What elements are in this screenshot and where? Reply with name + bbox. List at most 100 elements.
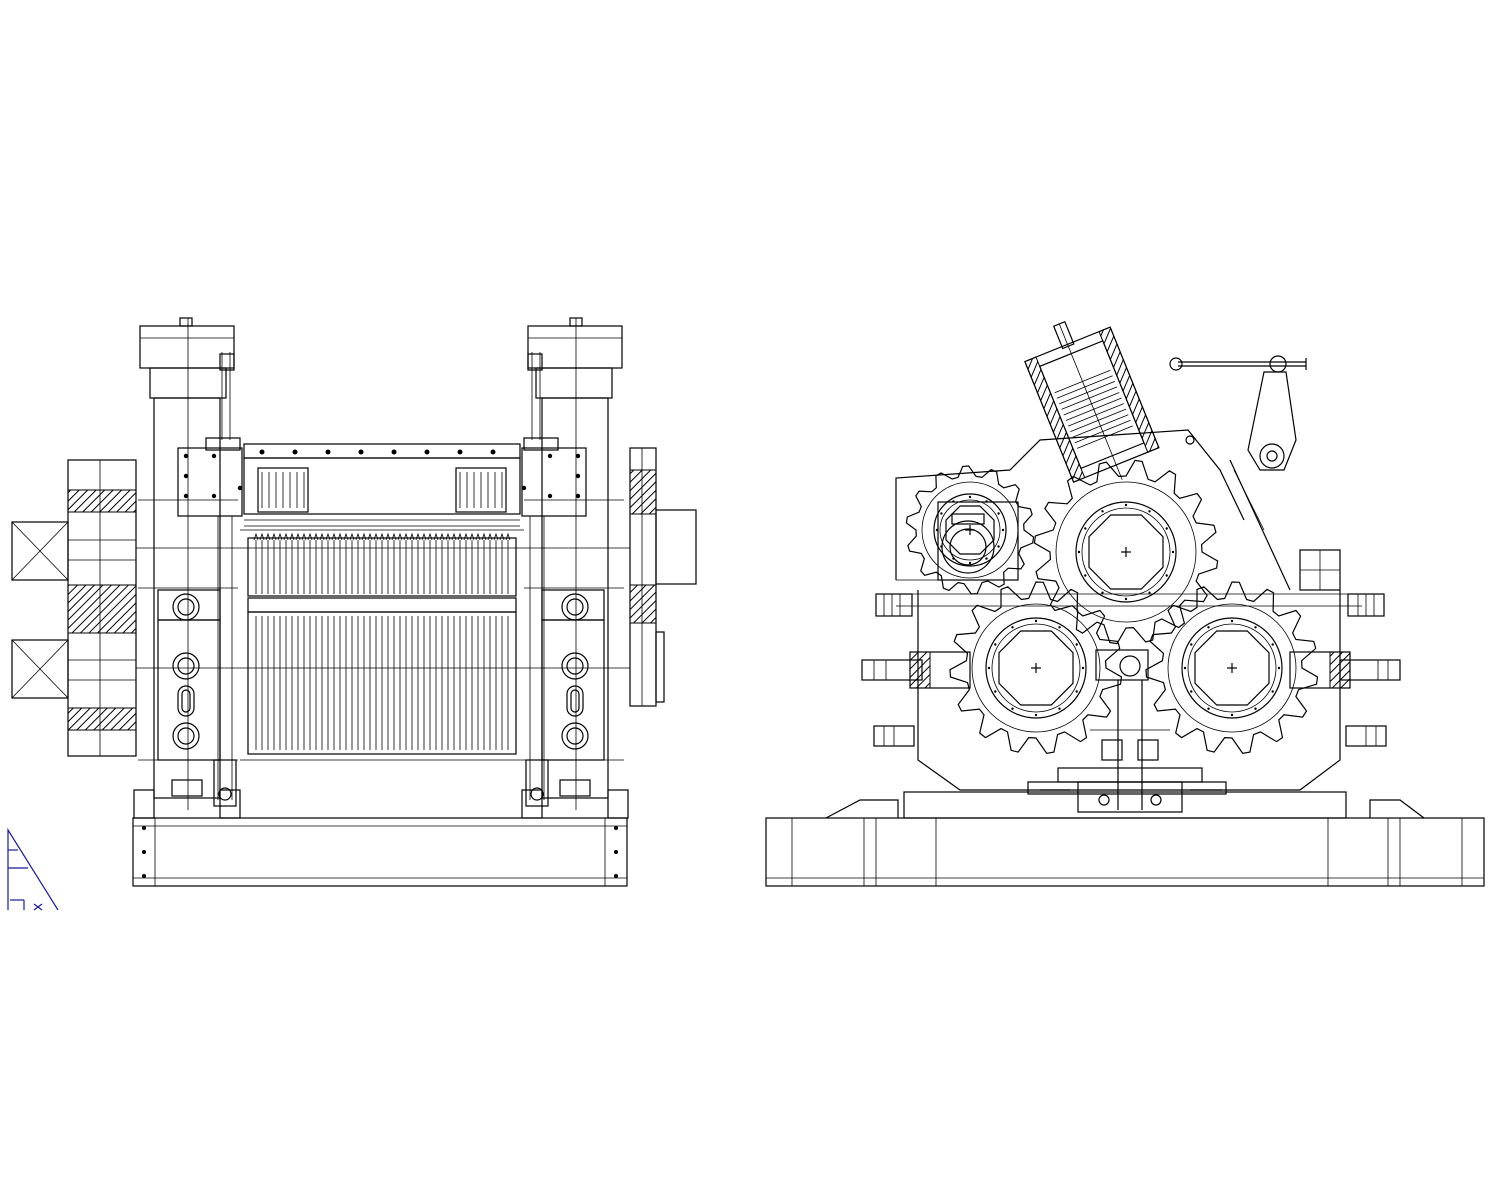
right-coupling bbox=[629, 447, 697, 707]
gear-hub-bolt bbox=[1277, 666, 1281, 670]
cylinder-ring bbox=[1056, 375, 1113, 399]
gear-hub-bolt bbox=[1075, 690, 1078, 693]
roll-tooth bbox=[313, 532, 319, 541]
side-frame bbox=[895, 429, 1362, 791]
beam-bolt bbox=[457, 449, 463, 455]
gear-root-circle bbox=[921, 481, 1019, 579]
gear-hub-outer bbox=[1181, 617, 1283, 719]
cylinder-ring bbox=[1061, 386, 1118, 410]
gear-hub-bolt bbox=[1271, 690, 1274, 693]
gear-hub-bolt bbox=[1230, 713, 1234, 717]
gear-hub-bolt bbox=[1124, 597, 1128, 601]
gear-hub-outer bbox=[933, 493, 1007, 567]
roll-tooth bbox=[379, 532, 385, 541]
side-screws bbox=[861, 593, 1401, 747]
roll-tooth bbox=[505, 532, 511, 541]
roll-tooth bbox=[367, 532, 373, 541]
roll-tooth bbox=[481, 532, 487, 541]
side-left-box bbox=[937, 501, 1019, 581]
gear-hub-outer bbox=[985, 617, 1087, 719]
roll-tooth bbox=[289, 532, 295, 541]
roll-tooth bbox=[439, 532, 445, 541]
cylinder-ring bbox=[1070, 408, 1127, 433]
roll-grooves bbox=[253, 532, 511, 750]
gear-hub-bolt bbox=[968, 561, 972, 565]
gear-hub-bolt bbox=[1207, 707, 1210, 710]
gear-hub-bolt bbox=[1058, 707, 1061, 710]
gear-bore bbox=[1194, 630, 1270, 706]
beam-bolt bbox=[424, 449, 430, 455]
left-bearings bbox=[172, 593, 200, 750]
gear-hub-bolt bbox=[985, 500, 988, 503]
roll-tooth bbox=[463, 532, 469, 541]
beam-bolt bbox=[490, 449, 496, 455]
beam-bolts bbox=[259, 449, 496, 455]
gear-hub-bolt bbox=[1001, 528, 1005, 532]
gear-hub-ring bbox=[1187, 623, 1277, 713]
gear-hub-bolt bbox=[1165, 574, 1168, 577]
cylinder-ring bbox=[1065, 397, 1122, 421]
left-clamp bbox=[177, 352, 243, 807]
cylinder-ring bbox=[1068, 403, 1124, 427]
top-beam bbox=[243, 443, 521, 527]
roll-tooth bbox=[271, 532, 277, 541]
gear-hub-bolt bbox=[1124, 503, 1128, 507]
right-clamp bbox=[521, 352, 587, 807]
roll-tooth bbox=[403, 532, 409, 541]
lever-arm bbox=[1169, 355, 1307, 591]
gear-hub-ring bbox=[991, 623, 1081, 713]
cylinder-ring bbox=[1059, 380, 1115, 405]
gear-group bbox=[905, 459, 1319, 754]
gear-hub-bolt bbox=[1190, 643, 1193, 646]
gear-bore bbox=[998, 630, 1074, 706]
gear-hub-bolt bbox=[1084, 574, 1087, 577]
beam-bolt bbox=[325, 449, 331, 455]
left-housing bbox=[133, 317, 241, 819]
gear-hub-bolt bbox=[940, 545, 943, 548]
roll-body bbox=[136, 529, 630, 761]
gear-teeth bbox=[1145, 581, 1319, 754]
roll-tooth bbox=[349, 532, 355, 541]
gear-hub-bolt bbox=[994, 690, 997, 693]
gear-hub-bolt bbox=[987, 666, 991, 670]
gear-hub-bolt bbox=[1148, 591, 1151, 594]
gear-wheel bbox=[1145, 581, 1319, 754]
gear-hub-bolt bbox=[997, 512, 1000, 515]
roll-tooth bbox=[421, 532, 427, 541]
gear-bore bbox=[1088, 514, 1164, 590]
gear-root-circle bbox=[971, 603, 1101, 733]
roll-tooth bbox=[331, 532, 337, 541]
gear-hub-bolt bbox=[952, 500, 955, 503]
roll-tooth bbox=[415, 532, 421, 541]
gear-hub-bolt bbox=[1254, 626, 1257, 629]
gear-hub-bolt bbox=[1207, 626, 1210, 629]
right-housing bbox=[521, 317, 629, 819]
roll-tooth bbox=[337, 532, 343, 541]
roll-tooth bbox=[361, 532, 367, 541]
gear-hub-ring bbox=[939, 499, 1001, 561]
screwdown-cylinder bbox=[1024, 320, 1160, 483]
front-elevation-view bbox=[11, 317, 697, 887]
roll-tooth bbox=[253, 532, 259, 541]
gear-wheel bbox=[949, 581, 1123, 754]
gear-hub-bolt bbox=[952, 557, 955, 560]
gear-hub-ring bbox=[1081, 507, 1171, 597]
gear-hub-bolt bbox=[1075, 643, 1078, 646]
gear-hub-bolt bbox=[1058, 626, 1061, 629]
roll-tooth bbox=[451, 532, 457, 541]
roll-tooth bbox=[493, 532, 499, 541]
gear-root-circle bbox=[1167, 603, 1297, 733]
beam-bolt bbox=[292, 449, 298, 455]
upper-vent-slots bbox=[261, 472, 503, 508]
cylinder-ring bbox=[1074, 419, 1131, 444]
gear-teeth bbox=[905, 465, 1035, 595]
gear-hub-bolt bbox=[1183, 666, 1187, 670]
roll-tooth bbox=[487, 532, 493, 541]
roll-tooth bbox=[445, 532, 451, 541]
gear-hub-bolt bbox=[1101, 591, 1104, 594]
roll-tooth bbox=[277, 532, 283, 541]
gear-hub-bolt bbox=[1165, 527, 1168, 530]
gear-hub-bolt bbox=[1034, 619, 1038, 623]
gear-hub-bolt bbox=[1190, 690, 1193, 693]
